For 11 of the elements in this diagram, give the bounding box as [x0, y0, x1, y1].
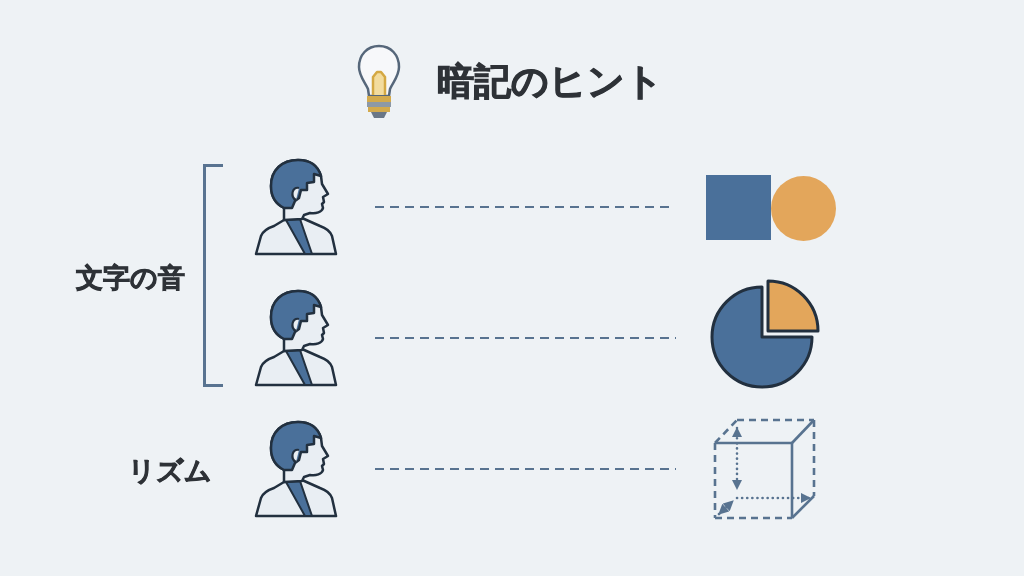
row-label: リズム	[128, 457, 212, 484]
person-icon	[254, 158, 338, 256]
dashed-connector	[375, 467, 676, 471]
title: 暗記のヒント	[437, 63, 663, 100]
square-icon	[706, 175, 771, 240]
row-label: 文字の音	[76, 264, 185, 291]
person-icon	[254, 289, 338, 387]
dashed-connector	[375, 336, 676, 340]
pie-chart-icon	[710, 277, 822, 390]
dashed-connector	[375, 205, 672, 209]
person-icon	[254, 420, 338, 518]
